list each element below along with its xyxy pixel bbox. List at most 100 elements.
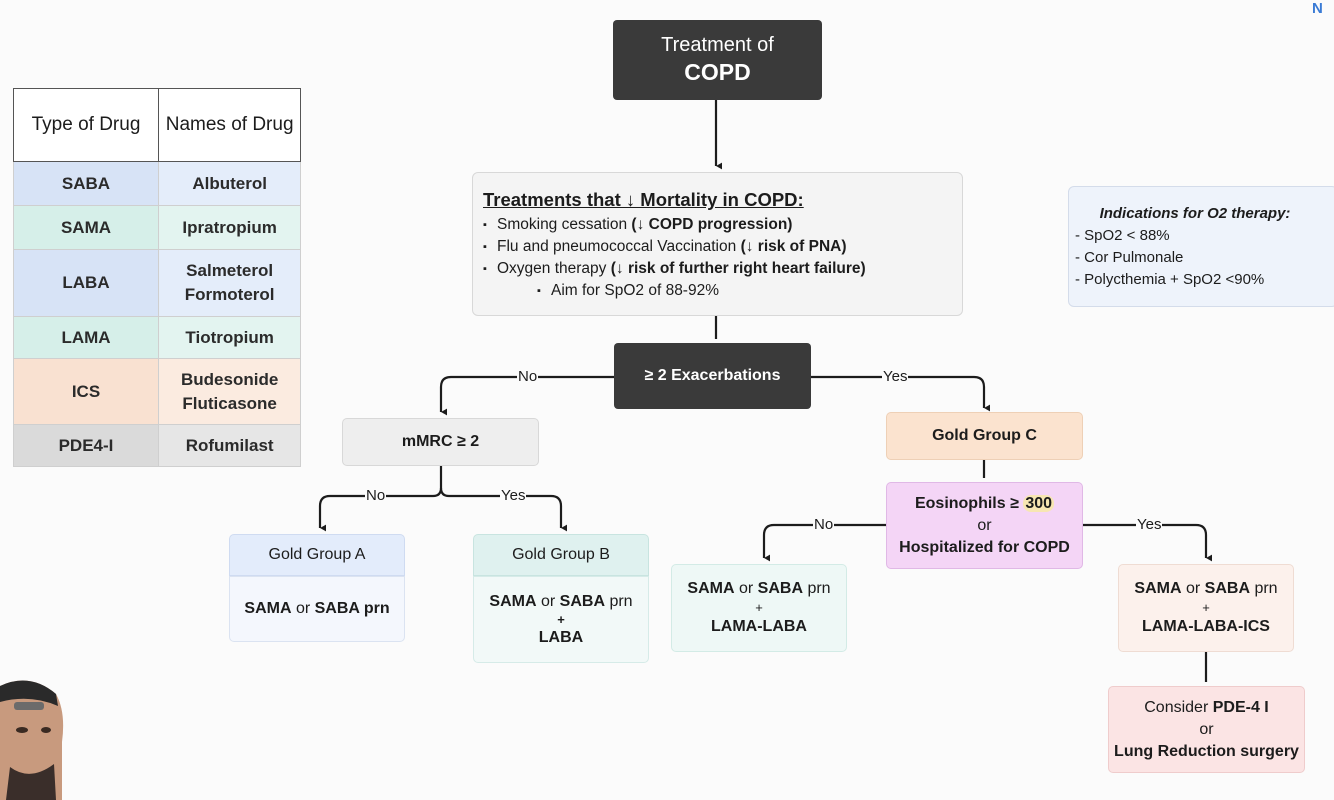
eos-line-1: Eosinophils ≥ 300: [914, 493, 1055, 515]
edge-label-yes: Yes: [500, 487, 527, 504]
list-item: - SpO2 < 88%: [1075, 227, 1170, 244]
list-item: Smoking cessation (↓ COPD progression): [483, 214, 962, 236]
pde-or: or: [1199, 720, 1214, 738]
eos-label: Eosinophils ≥: [914, 494, 1024, 512]
list-item: - Cor Pulmonale: [1075, 249, 1184, 266]
drug-type-cell: SABA: [13, 161, 159, 206]
drug-sama: SAMA: [1134, 580, 1182, 597]
eosinophils-decision: Eosinophils ≥ 300 or Hospitalized for CO…: [886, 482, 1083, 569]
prn-text: prn: [803, 580, 831, 597]
item-text: Flu and pneumococcal Vaccination: [497, 238, 741, 255]
edge-label-yes: Yes: [882, 368, 909, 385]
drug-type-cell: SAMA: [13, 205, 159, 250]
edge-label-no: No: [813, 516, 835, 533]
list-item: Oxygen therapy (↓ risk of further right …: [483, 258, 962, 280]
table-row: SAMA Ipratropium: [13, 205, 302, 250]
plus-sign: +: [1202, 600, 1210, 615]
treatment-line: SAMA or SABA prn: [244, 598, 389, 620]
eos-threshold: 300: [1023, 494, 1055, 512]
lung-reduction-surgery: Lung Reduction surgery: [1114, 742, 1299, 760]
plus-sign: +: [755, 600, 763, 615]
table-row: PDE4-I Rofumilast: [13, 424, 302, 467]
drug-laba: LABA: [538, 628, 584, 646]
arrow-exac-no: [439, 375, 614, 412]
consider-pde4-box: Consider PDE-4 I or Lung Reduction surge…: [1108, 686, 1305, 773]
drug-lama-laba: LAMA-LABA: [711, 618, 807, 635]
drug-pde4: PDE-4 I: [1212, 698, 1269, 716]
title-line-2: COPD: [684, 59, 751, 85]
column-header-type: Type of Drug: [13, 88, 159, 162]
drug-sama: SAMA: [489, 592, 537, 610]
prn-text: prn: [359, 600, 390, 617]
or-text: or: [536, 592, 560, 610]
or-text: or: [1181, 580, 1205, 597]
drug-names-cell: Ipratropium: [157, 205, 302, 250]
arrow-eos-no: [762, 523, 886, 558]
drug-names-cell: Rofumilast: [157, 424, 302, 467]
flowchart-title: Treatment of COPD: [613, 20, 822, 100]
drug-names-cell: Budesonide Fluticasone: [157, 358, 302, 425]
drug-type-cell: LABA: [13, 249, 159, 317]
o2-therapy-box: Indications for O2 therapy: - SpO2 < 88%…: [1068, 186, 1334, 307]
table-row: LAMA Tiotropium: [13, 316, 302, 359]
o2-therapy-title: Indications for O2 therapy:: [1099, 205, 1291, 222]
gold-group-b-treatment: SAMA or SABA prn + LABA: [473, 576, 649, 663]
prn-text: prn: [605, 592, 633, 610]
or-text: or: [291, 600, 315, 617]
eos-line-3: Hospitalized for COPD: [899, 538, 1070, 556]
drug-saba: SABA: [314, 600, 360, 617]
drug-type-cell: PDE4-I: [13, 424, 159, 467]
list-item: Flu and pneumococcal Vaccination (↓ risk…: [483, 236, 962, 258]
table-row: LABA Salmeterol Formoterol: [13, 249, 302, 317]
arrow-eos-yes: [1083, 523, 1206, 558]
drug-type-cell: LAMA: [13, 316, 159, 359]
treatment-line: SAMA or SABA prn: [489, 591, 632, 613]
column-header-names: Names of Drug: [157, 88, 302, 162]
drug-sama: SAMA: [687, 580, 735, 597]
treatment-line: SAMA or SABA prn: [1134, 578, 1277, 600]
drug-saba: SABA: [1204, 580, 1250, 597]
table-row: SABA Albuterol: [13, 161, 302, 206]
group-c-low-eos-treatment: SAMA or SABA prn + LAMA-LABA: [671, 564, 847, 652]
drug-names-cell: Tiotropium: [157, 316, 302, 359]
drug-table-header: Type of Drug Names of Drug: [13, 88, 302, 162]
drug-sama: SAMA: [244, 600, 292, 617]
item-effect: (↓ COPD progression): [631, 216, 793, 233]
exacerbations-decision: ≥ 2 Exacerbations: [614, 343, 811, 409]
treatment-line: SAMA or SABA prn: [687, 578, 830, 600]
drug-saba: SABA: [559, 592, 605, 610]
or-text: or: [734, 580, 758, 597]
item-effect: (↓ risk of further right heart failure): [610, 260, 866, 277]
drug-table: Type of Drug Names of Drug SABA Albutero…: [13, 88, 302, 467]
edge-label-yes: Yes: [1136, 516, 1163, 533]
gold-group-c: Gold Group C: [886, 412, 1083, 460]
list-sub-item: Aim for SpO2 of 88-92%: [483, 280, 962, 302]
mortality-heading: Treatments that ↓ Mortality in COPD:: [483, 189, 804, 210]
logo-fragment: N: [1312, 0, 1323, 17]
presenter-webcam-avatar: [0, 672, 66, 800]
prn-text: prn: [1250, 580, 1278, 597]
gold-group-a-treatment: SAMA or SABA prn: [229, 576, 405, 642]
drug-type-cell: ICS: [13, 358, 159, 425]
mmrc-decision: mMRC ≥ 2: [342, 418, 539, 466]
edge-label-no: No: [365, 487, 387, 504]
item-text: Oxygen therapy: [497, 260, 611, 277]
list-item: - Polycthemia + SpO2 <90%: [1075, 271, 1265, 288]
drug-names-cell: Salmeterol Formoterol: [157, 249, 302, 317]
drug-saba: SABA: [757, 580, 803, 597]
pde-line-1: Consider PDE-4 I: [1144, 697, 1269, 719]
drug-names-cell: Albuterol: [157, 161, 302, 206]
table-row: ICS Budesonide Fluticasone: [13, 358, 302, 425]
item-effect: (↓ risk of PNA): [740, 238, 847, 255]
gold-group-b-header: Gold Group B: [473, 534, 649, 576]
eos-or: or: [977, 516, 992, 534]
title-line-1: Treatment of: [661, 34, 774, 56]
edge-label-no: No: [517, 368, 539, 385]
arrow-exac-yes: [811, 375, 984, 408]
plus-sign: +: [557, 611, 565, 627]
consider-text: Consider: [1144, 698, 1213, 716]
drug-lama-laba-ics: LAMA-LABA-ICS: [1142, 618, 1270, 635]
avatar-image: [0, 680, 64, 800]
gold-group-a-header: Gold Group A: [229, 534, 405, 576]
group-c-high-eos-treatment: SAMA or SABA prn + LAMA-LABA-ICS: [1118, 564, 1294, 652]
